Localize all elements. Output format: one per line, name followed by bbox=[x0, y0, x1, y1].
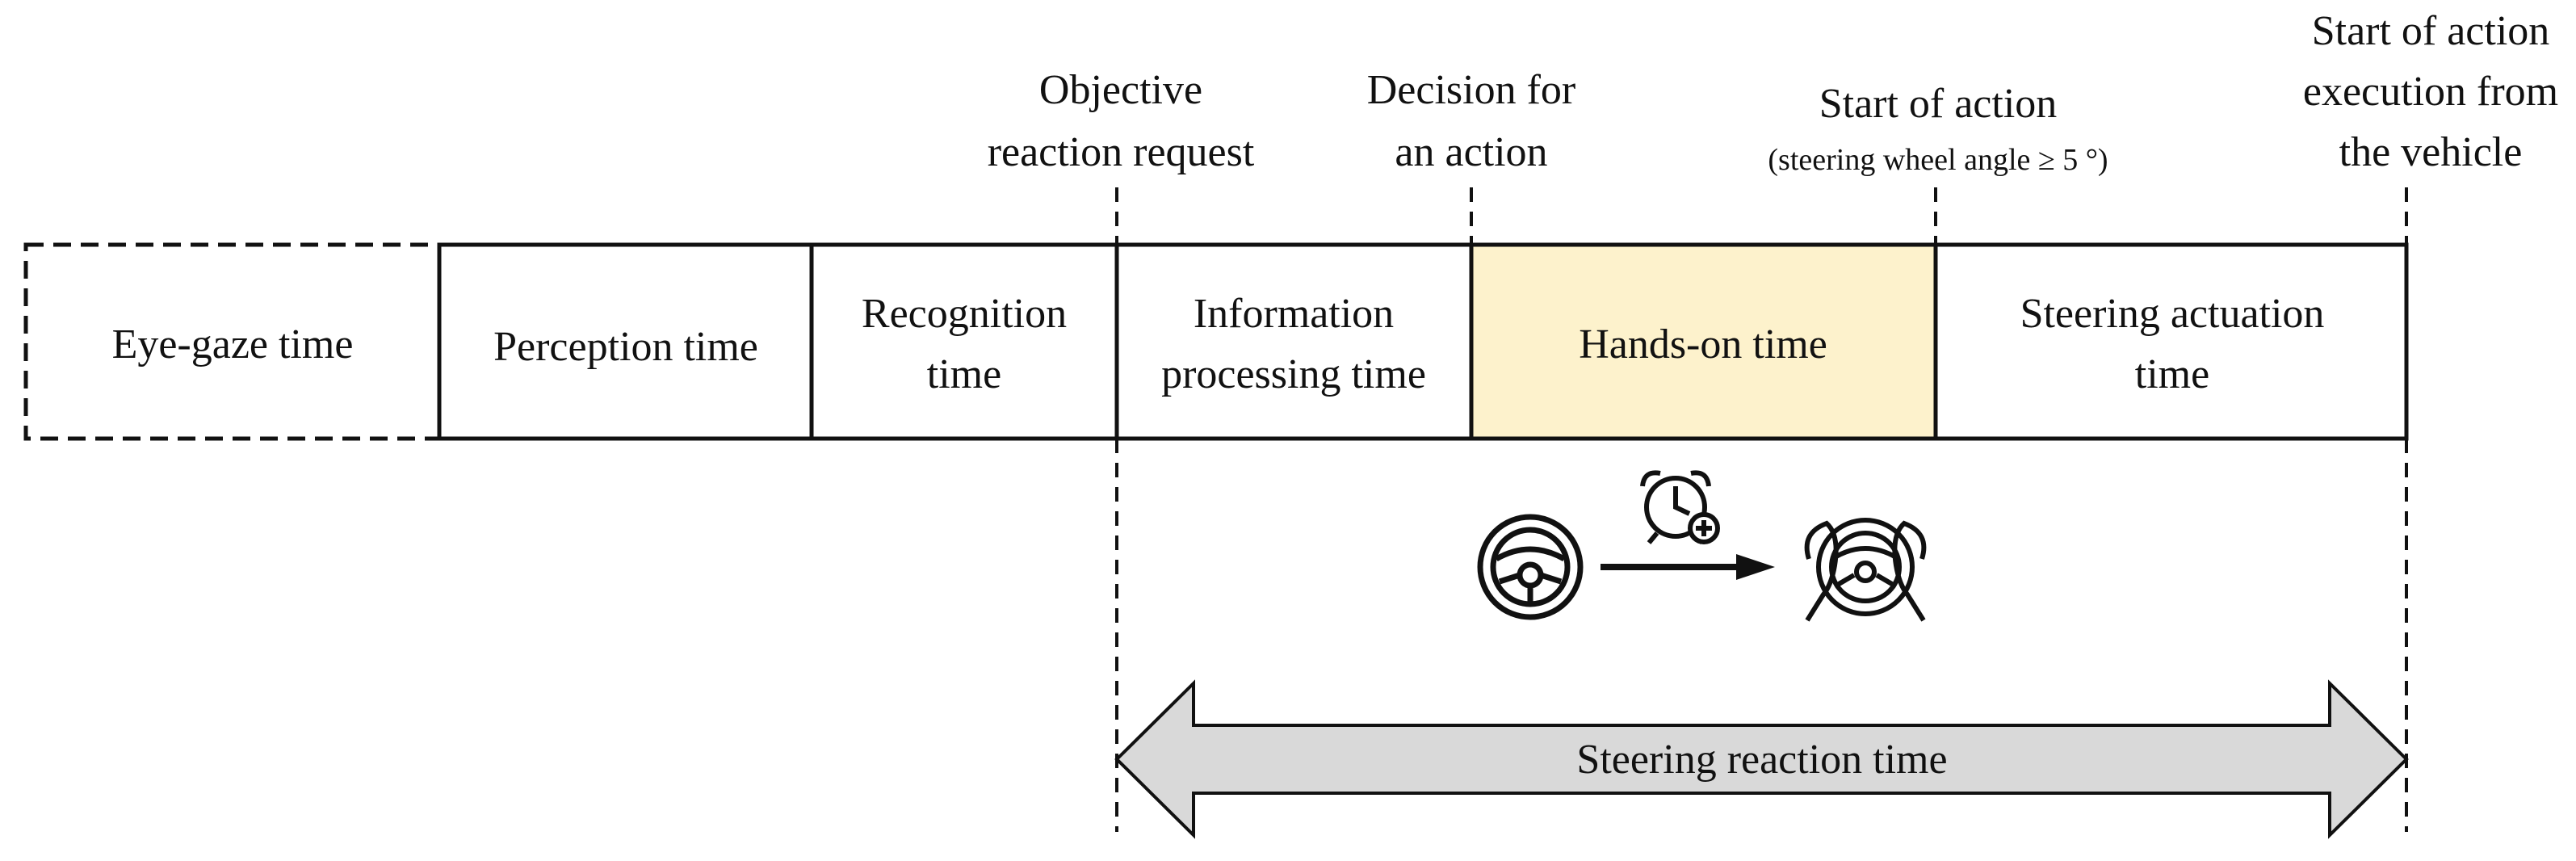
phase-steering-actuation-label-2: time bbox=[2135, 351, 2209, 397]
phase-eye-gaze-label: Eye-gaze time bbox=[112, 321, 354, 368]
alarm-clock-plus-icon bbox=[1640, 470, 1720, 544]
milestone-start-action: Start of action (steering wheel angle ≥ … bbox=[1768, 81, 2108, 177]
phase-bar: Eye-gaze time Perception time Recognitio… bbox=[23, 242, 2409, 441]
transition-arrow bbox=[1601, 554, 1775, 580]
milestone-vehicle-action-line-2: execution from bbox=[2303, 69, 2558, 115]
phase-hands-on-label: Hands-on time bbox=[1579, 321, 1827, 368]
steering-reaction-time-label: Steering reaction time bbox=[1576, 737, 1947, 783]
milestone-vehicle-action-line-1: Start of action bbox=[2312, 8, 2550, 54]
milestone-start-action-line-2: (steering wheel angle ≥ 5 °) bbox=[1768, 143, 2108, 177]
milestone-objective-request: Objective reaction request bbox=[988, 67, 1255, 175]
milestone-start-action-line-1: Start of action bbox=[1819, 81, 2058, 127]
milestone-vehicle-action: Start of action execution from the vehic… bbox=[2303, 8, 2558, 175]
phase-recognition-label-2: time bbox=[927, 351, 1001, 397]
steering-reaction-arrow: Steering reaction time bbox=[1114, 679, 2409, 839]
milestone-decision-line-1: Decision for bbox=[1367, 67, 1575, 113]
phase-box-outline bbox=[437, 242, 2409, 441]
steering-wheel-icon bbox=[1477, 514, 1584, 620]
double-arrow-shape bbox=[1114, 679, 2409, 839]
milestone-vehicle-action-line-3: the vehicle bbox=[2339, 129, 2523, 175]
milestone-decision: Decision for an action bbox=[1367, 67, 1575, 175]
phase-perception-label: Perception time bbox=[493, 324, 758, 370]
milestone-objective-request-line-2: reaction request bbox=[988, 129, 1255, 175]
phase-info-processing-label-1: Information bbox=[1194, 291, 1394, 337]
phase-recognition-label-1: Recognition bbox=[862, 291, 1067, 337]
hands-on-wheel-icon bbox=[1804, 518, 1927, 622]
phase-steering-actuation-label-1: Steering actuation bbox=[2020, 291, 2325, 337]
milestone-decision-line-2: an action bbox=[1395, 129, 1547, 175]
hands-on-highlight bbox=[1471, 245, 1936, 439]
milestone-objective-request-line-1: Objective bbox=[1039, 67, 1202, 113]
milestone-lines bbox=[1115, 187, 2408, 832]
phase-info-processing-label-2: processing time bbox=[1161, 351, 1426, 397]
